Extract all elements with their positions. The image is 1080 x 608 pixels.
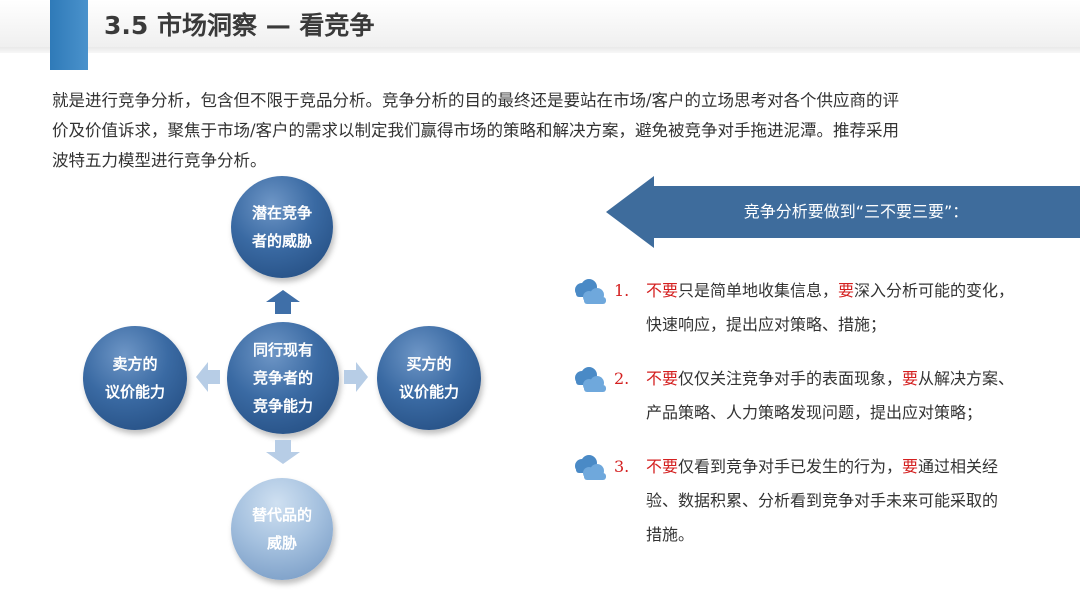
intro-line: 价及价值诉求，聚焦于市场/客户的需求以制定我们赢得市场的策略和解决方案，避免被竞… [52,121,900,140]
rule-text: 不要只是简单地收集信息，要深入分析可能的变化， 快速响应，提出应对策略、措施； [646,274,1076,342]
cloud-icon [575,367,606,392]
rule-line: 不要只是简单地收集信息，要深入分析可能的变化， [646,274,1076,308]
rule-text: 不要仅看到竞争对手已发生的行为，要通过相关经 验、数据积累、分析看到竞争对手未来… [646,450,1076,552]
banner-arrow-shape [606,176,1080,248]
circle-substitutes: 替代品的 威胁 [231,478,333,580]
circle-label: 替代品的 威胁 [251,506,312,552]
banner-text: 竞争分析要做到“三不要三要”： [743,202,969,221]
rule-item: 2. 不要仅仅关注竞争对手的表面现象，要从解决方案、 产品策略、人力策略发现问题… [570,362,1075,432]
rule-item: 3. 不要仅看到竞争对手已发生的行为，要通过相关经 验、数据积累、分析看到竞争对… [570,450,1075,554]
intro-line: 波特五力模型进行竞争分析。 [52,151,267,170]
rule-number: 2. [614,369,630,388]
rule-line: 不要仅看到竞争对手已发生的行为，要通过相关经 [646,450,1076,484]
rule-text-a: 仅仅关注竞争对手的表面现象， [678,369,903,388]
header-accent-block [50,0,88,70]
cloud-icon [575,279,606,304]
page-title: 3.5 市场洞察 — 看竞争 [104,11,375,40]
circle-buyer-power: 买方的 议价能力 [377,326,481,430]
rule-line: 快速响应，提出应对策略、措施； [646,315,887,334]
arrow-down-icon [266,440,300,464]
rule-line: 措施。 [646,525,695,544]
arrow-up-icon [266,290,300,314]
rule-line: 产品策略、人力策略发现问题，提出应对策略； [646,403,983,422]
rule-number: 1. [614,281,630,300]
header-bar [0,0,1080,48]
circle-label: 卖方的 议价能力 [104,355,165,401]
circle-label: 买方的 议价能力 [398,355,459,401]
cloud-icon [575,455,606,480]
header-divider [0,47,1080,53]
rule-do: 要 [902,369,919,388]
rule-line: 不要仅仅关注竞争对手的表面现象，要从解决方案、 [646,362,1076,396]
rule-line: 验、数据积累、分析看到竞争对手未来可能采取的 [646,491,999,510]
rule-dont: 不要 [646,281,679,300]
circle-label: 同行现有 竞争者的 竞争能力 [252,341,313,415]
rule-number: 3. [614,457,630,476]
rule-item: 1. 不要只是简单地收集信息，要深入分析可能的变化， 快速响应，提出应对策略、措… [570,274,1075,344]
arrow-right-icon [344,362,368,392]
rule-dont: 不要 [646,457,679,476]
arrow-left-icon [196,362,220,392]
circle-potential-entrants: 潜在竞争 者的威胁 [231,176,333,278]
rule-text-a: 只是简单地收集信息， [678,281,839,300]
intro-paragraph: 就是进行竞争分析，包含但不限于竞品分析。竞争分析的目的最终还是要站在市场/客户的… [52,86,982,176]
circle-label: 潜在竞争 者的威胁 [251,204,312,250]
rule-text-b: 深入分析可能的变化， [854,281,1015,300]
rule-text-a: 仅看到竞争对手已发生的行为， [678,457,903,476]
rule-text-b: 通过相关经 [918,457,999,476]
circle-supplier-power: 卖方的 议价能力 [83,326,187,430]
intro-line: 就是进行竞争分析，包含但不限于竞品分析。竞争分析的目的最终还是要站在市场/客户的… [52,91,900,110]
rule-do: 要 [902,457,919,476]
circle-industry-rivalry: 同行现有 竞争者的 竞争能力 [227,322,339,434]
rule-dont: 不要 [646,369,679,388]
rule-text-b: 从解决方案、 [918,369,1015,388]
rule-do: 要 [838,281,855,300]
rule-text: 不要仅仅关注竞争对手的表面现象，要从解决方案、 产品策略、人力策略发现问题，提出… [646,362,1076,430]
